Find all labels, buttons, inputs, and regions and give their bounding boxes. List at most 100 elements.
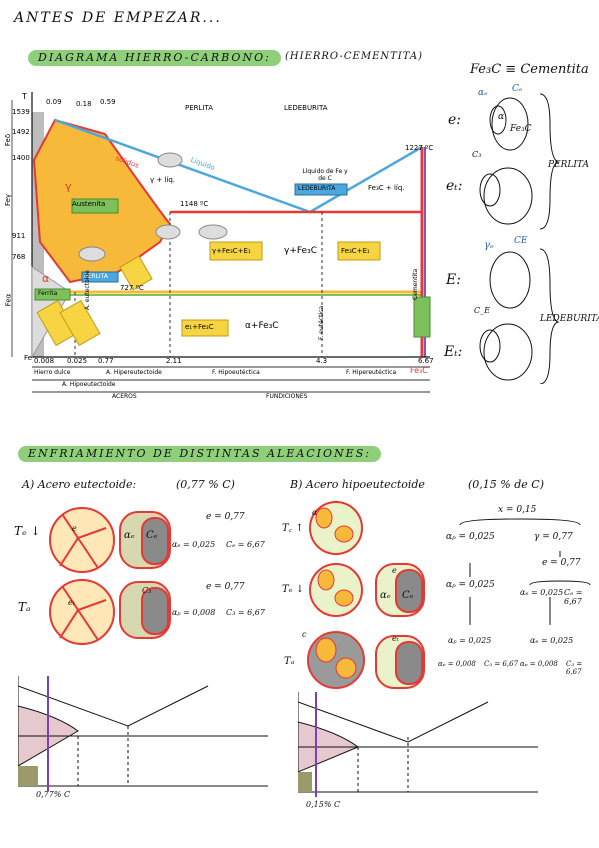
section-b-Te: Tₑ ↓	[282, 584, 305, 595]
section-a-ce: Cₑ = 6,67	[226, 540, 265, 549]
grain-b-alpha: α	[312, 508, 318, 517]
side-label-fe-alpha: Feα	[4, 293, 13, 307]
section-a-mini-diagram	[18, 676, 268, 791]
region-hipoeutectoide: A. Hipoeutectoide	[62, 381, 116, 388]
section-a-c3: C₃ = 6,67	[226, 608, 265, 617]
x-tick-0-77: 0.77	[98, 357, 114, 365]
note-fe3c-1: Fe₃C	[510, 124, 532, 134]
label-727: 727 ºC	[120, 284, 144, 292]
section-b-c3b: C₃ = 6,67	[566, 660, 583, 676]
label-liquido-fe-c: Líquido de Fe y de C	[302, 168, 348, 182]
section-a-Ta: Tₐ	[18, 600, 31, 614]
section-b-comp: (0,15 % de C)	[468, 478, 544, 491]
section-b-Tc: T꜀ ↑	[282, 523, 304, 534]
note-gamma-e: γₑ	[484, 240, 494, 251]
section-b-tree	[459, 518, 591, 625]
note-et-label: eₜ:	[446, 178, 463, 194]
note-fe3c-equals-cementita: Fe₃C ≡ Cementita	[470, 62, 589, 77]
label-fe3c: Fe₃C	[410, 366, 428, 375]
y-tick-768: 768	[12, 253, 26, 261]
section-subtitle: (HIERRO-CEMENTITA)	[285, 51, 423, 62]
label-alpha: α	[42, 272, 50, 285]
section-b-ae2: αₑ = 0,025	[530, 636, 574, 645]
section-a-ae: αₑ = 0,025	[172, 540, 216, 549]
label-fe: Fe	[24, 354, 32, 362]
side-label-fe-delta: Feδ	[4, 133, 13, 147]
phase-sketches	[479, 93, 560, 384]
section-b-grains	[307, 501, 425, 689]
section-b-mini-diagram	[298, 692, 538, 797]
section-a-title: A) Acero eutectoide:	[22, 478, 137, 491]
label-ledeburita: LEDEBURITA	[298, 185, 336, 192]
cell-a-ae: αₑ	[124, 530, 135, 541]
note-alpha-e: αₑ	[478, 88, 488, 98]
section-a-comp: (0,77 % C)	[176, 478, 235, 491]
x-tick-2-11: 2.11	[166, 357, 182, 365]
top-0-59: 0.59	[100, 98, 116, 106]
y-tick-1492: 1492	[12, 128, 30, 136]
section-b-ap2: αₚ = 0,025	[446, 580, 495, 590]
label-gamma-fe3c-e1: γ+Fe₃C+E₁	[212, 247, 251, 255]
section-b-ap3: αₚ = 0,025	[448, 636, 492, 645]
region-hipoeutectica: F. Hipoeutéctica	[212, 369, 260, 376]
x-tick-0-025: 0.025	[67, 357, 88, 365]
cell-b-ce: Cₑ	[402, 590, 414, 601]
label-1148: 1148 ºC	[180, 200, 209, 208]
note-ce: Cₑ	[512, 84, 523, 94]
y-tick-1539: 1539	[12, 108, 30, 116]
section-b-ap5: αₚ = 0,008	[520, 660, 558, 668]
region-fundiciones: FUNDICIONES	[266, 393, 308, 400]
note-e-label: e:	[448, 112, 462, 128]
section-a-e-eq: e = 0,77	[206, 512, 245, 522]
region-hipereutectica: F. Hipereutéctica	[346, 369, 397, 376]
note-ce-big: CE	[514, 236, 528, 246]
x-tick-0-008: 0.008	[34, 357, 55, 365]
label-perlita: PERLITA	[84, 273, 108, 280]
note-ledeburita: LEDEBURITA	[540, 314, 599, 324]
y-tick-1400: 1400	[12, 154, 30, 162]
cell-b-ae: αₑ	[380, 590, 391, 601]
section-b-ce: Cₑ = 6,67	[564, 588, 583, 606]
section-b-ae: αₑ = 0,025	[520, 588, 564, 597]
section-b-ap4: αₚ = 0,008	[438, 660, 476, 668]
section-b-title: B) Acero hipoeutectoide	[290, 478, 425, 491]
grain-b-c: c	[302, 630, 307, 639]
section-title-diagram: DIAGRAMA HIERRO-CARBONO:	[28, 50, 281, 66]
section-b-c3a: C₃ = 6,67	[484, 660, 519, 668]
label-fe3c-liq: Fe₃C + líq.	[368, 184, 405, 192]
grain-et-1: eₜ	[68, 598, 75, 607]
label-perlita-caption: PERLITA	[185, 104, 213, 112]
section-b-ap1: αₚ = 0,025	[446, 532, 495, 542]
section-a-grains	[49, 507, 171, 645]
section-a-ap: αₚ = 0,008	[172, 608, 216, 617]
label-1227: 1227 ºC	[405, 144, 434, 152]
grain-b-e: e	[392, 566, 397, 575]
y-tick-911: 911	[12, 232, 26, 240]
grain-b-et: eₜ	[392, 634, 399, 643]
top-0-18: 0.18	[76, 100, 92, 108]
region-hipereutectoide: A. Hipereutectoide	[106, 369, 162, 376]
section-b-x-eq: x = 0,15	[498, 505, 537, 515]
label-gamma: γ	[65, 180, 72, 193]
section-b-Ta: Tₐ	[284, 656, 295, 667]
label-gamma-fe3c: γ+Fe₃C	[284, 246, 317, 256]
section-b-gamma: γ = 0,77	[534, 532, 573, 542]
section-b-mark: 0,15% C	[306, 800, 341, 809]
label-fe3c-e1: Fe₃C+E₁	[341, 247, 370, 255]
top-0-09: 0.09	[46, 98, 62, 106]
x-tick-6-67: 6.67	[418, 357, 434, 365]
label-cementita: Cementita	[412, 268, 419, 300]
note-Et-label: Eₜ:	[444, 344, 463, 360]
page-title: ANTES DE EMPEZAR...	[14, 10, 222, 26]
label-gamma-liq: γ + líq.	[150, 176, 176, 184]
label-eutectoide-vert: A. eutectoide	[84, 270, 91, 310]
cell-a-c3: C₃	[142, 586, 152, 595]
note-alpha-1: α	[498, 112, 505, 122]
note-perlita: PERLITA	[548, 160, 589, 170]
note-E-label: E:	[446, 272, 461, 288]
side-label-fe-gamma: Feγ	[4, 193, 13, 207]
section-title-cooling: ENFRIAMIENTO DE DISTINTAS ALEACIONES:	[18, 446, 381, 462]
label-e1-fe3c: e₁+Fe₃C	[185, 323, 214, 331]
grain-e-1: e	[72, 524, 77, 533]
region-aceros: ACEROS	[112, 393, 137, 400]
